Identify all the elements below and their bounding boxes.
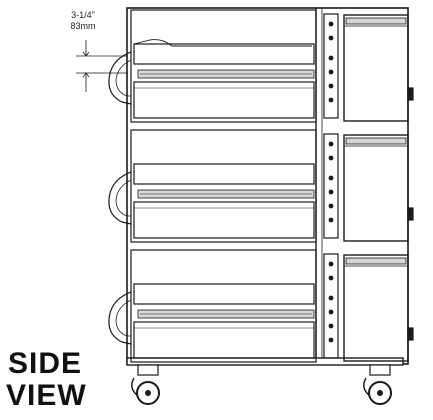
conveyor-section <box>130 9 317 123</box>
crumb-tray-outline <box>108 51 132 105</box>
view-title-view: VIEW <box>6 379 87 412</box>
control-knob <box>328 189 334 195</box>
control-box-latch <box>407 327 414 341</box>
dimension-arrowhead-bottom <box>82 72 90 78</box>
control-box-header <box>345 137 407 145</box>
dimension-metric-label: 83mm <box>70 21 96 31</box>
upper-panel <box>133 283 315 305</box>
caster-swivel <box>363 377 371 397</box>
control-knob <box>328 35 334 41</box>
control-strip <box>323 253 339 359</box>
crumb-tray-inner <box>115 59 132 97</box>
control-knob <box>328 97 334 103</box>
control-knob <box>328 55 334 61</box>
control-knob <box>328 275 334 281</box>
crumb-tray-inner <box>115 179 132 217</box>
control-box-header <box>345 17 407 25</box>
control-knob <box>328 155 334 161</box>
control-box <box>343 254 409 362</box>
control-knob <box>328 323 334 329</box>
caster-wheel-1 <box>131 364 160 405</box>
upper-panel <box>133 43 315 65</box>
control-knob <box>328 175 334 181</box>
oven-tier-3 <box>108 249 414 363</box>
control-box-latch <box>407 87 414 101</box>
control-box-header <box>345 257 407 265</box>
control-box <box>343 134 409 242</box>
oven-tier-2 <box>108 129 414 243</box>
top-hood-detail <box>133 39 312 47</box>
control-knob <box>328 69 334 75</box>
upper-panel <box>133 163 315 185</box>
lower-panel <box>133 321 315 359</box>
control-knob <box>328 203 334 209</box>
control-knob <box>328 83 334 89</box>
caster-wheel-2 <box>363 364 392 405</box>
caster-hub <box>145 390 151 396</box>
control-knob <box>328 21 334 27</box>
control-box <box>343 14 409 122</box>
oven-tier-1 <box>108 9 414 123</box>
control-strip <box>323 133 339 239</box>
control-knob <box>328 309 334 315</box>
control-knob <box>328 261 334 267</box>
caster-hub <box>377 390 383 396</box>
conveyor-section <box>130 249 317 363</box>
view-title-side: SIDE <box>8 347 83 380</box>
caster-swivel <box>131 377 139 397</box>
dimension-imperial-label: 3-1/4" <box>71 10 95 20</box>
dimension-marker <box>76 40 128 92</box>
control-knob <box>328 295 334 301</box>
lower-panel <box>133 201 315 239</box>
crumb-tray-outline <box>108 291 132 345</box>
caster-bracket <box>369 364 391 376</box>
caster-bracket <box>137 364 159 376</box>
control-knob <box>328 217 334 223</box>
control-box-latch <box>407 207 414 221</box>
control-knob <box>328 141 334 147</box>
conveyor-section <box>130 129 317 243</box>
crumb-tray-inner <box>115 299 132 337</box>
dimension-arrowhead-top <box>82 51 90 57</box>
control-knob <box>328 337 334 343</box>
crumb-tray-outline <box>108 171 132 225</box>
lower-panel <box>133 81 315 119</box>
control-strip <box>323 13 339 119</box>
